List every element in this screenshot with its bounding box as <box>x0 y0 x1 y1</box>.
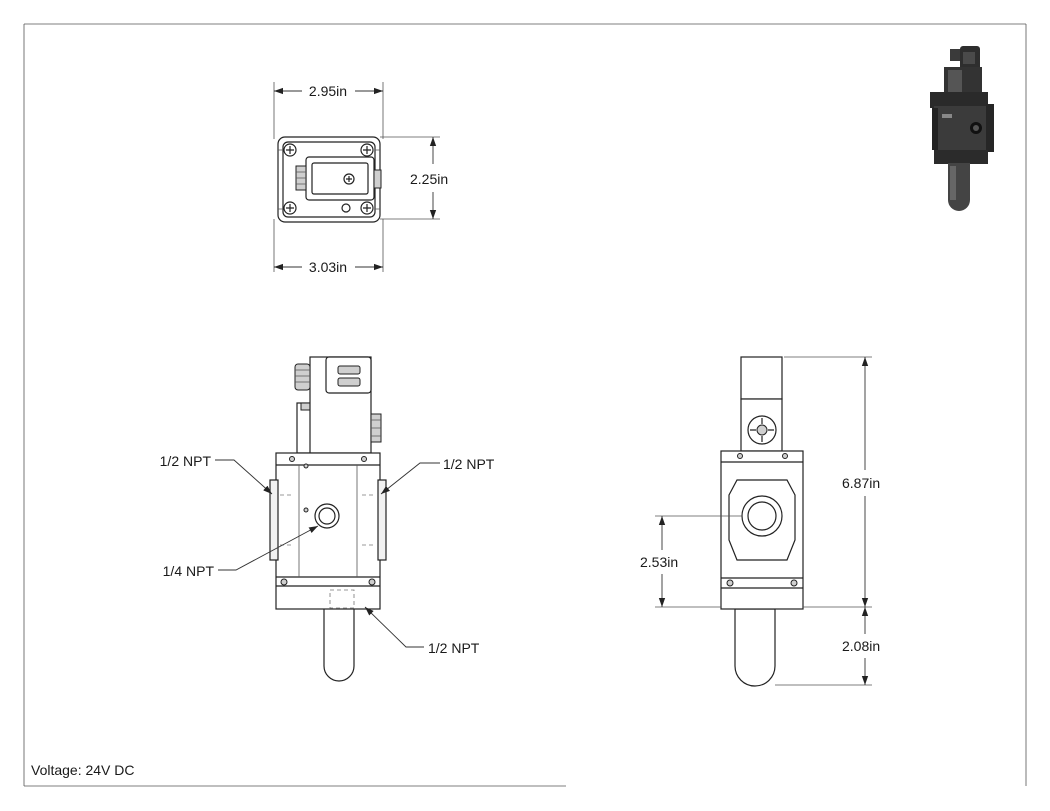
dimension-label: 6.87in <box>842 475 880 491</box>
port-callout-right: 1/2 NPT <box>443 456 495 472</box>
voltage-label: Voltage: 24V DC <box>31 762 135 778</box>
screw-icon <box>360 201 374 215</box>
dimension-label: 3.03in <box>309 259 347 275</box>
knob-icon <box>747 415 777 445</box>
screw-icon <box>283 201 297 215</box>
port-callout-center: 1/4 NPT <box>163 563 215 579</box>
side-view: 6.87in 2.08in 2.53in <box>640 356 880 687</box>
isometric-thumbnail <box>930 46 994 211</box>
screw-icon <box>343 173 355 185</box>
sheet-border <box>23 23 1027 787</box>
port-callout-left: 1/2 NPT <box>160 453 212 469</box>
port-callout-bottom: 1/2 NPT <box>428 640 480 656</box>
screw-icon <box>283 143 297 157</box>
dimension-label: 2.95in <box>309 83 347 99</box>
dimension-label: 2.53in <box>640 554 678 570</box>
screw-icon <box>360 143 374 157</box>
front-view: 1/2 NPT 1/2 NPT 1/4 NPT 1/2 NPT <box>160 356 495 682</box>
dimension-label: 2.08in <box>842 638 880 654</box>
dimension-label: 2.25in <box>410 171 448 187</box>
top-view: 2.95in 3.03in 2.25in <box>273 82 448 275</box>
